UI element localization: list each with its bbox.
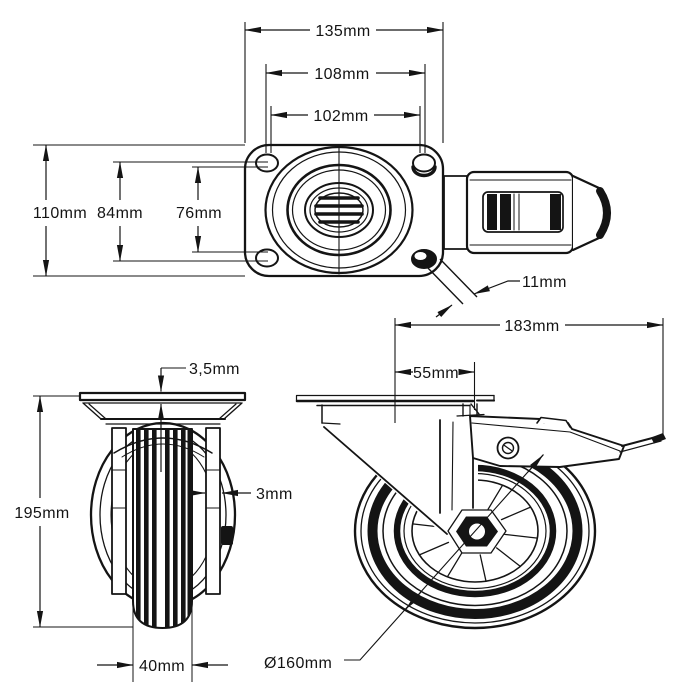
dimension-bolt-spacing-length-inner: 102mm	[270, 106, 421, 153]
kingpin	[456, 403, 485, 417]
brake-tab	[221, 526, 233, 545]
dim-label-plate-length: 135mm	[315, 23, 370, 40]
swivel-dome-arc	[113, 437, 213, 454]
dim-label-swivel-offset: 55mm	[413, 365, 459, 382]
dimension-plate-length: 135mm	[244, 22, 444, 143]
dimension-bolt-spacing-width-outer: 84mm	[97, 161, 268, 262]
dim-label-plate-width: 110mm	[33, 205, 87, 222]
top-view-plate	[243, 143, 611, 278]
pedal-end-cap-shading	[596, 187, 611, 239]
axle-hub	[447, 509, 507, 554]
side-wheel	[353, 432, 597, 630]
dimension-bolt-hole-diameter: 11mm	[425, 258, 567, 318]
dim-label-overall-length: 183mm	[504, 318, 559, 335]
dimension-bolt-spacing-width-inner: 76mm	[176, 166, 268, 253]
dim-label-bolt-spacing-length-inner: 102mm	[313, 108, 368, 125]
rear-view-caster	[78, 391, 247, 629]
wheel-tread-band	[132, 428, 193, 629]
brake-pedal-top-view	[443, 170, 611, 255]
dim-label-bolt-spacing-width-outer: 84mm	[97, 205, 143, 222]
kingpin-spring-stripes	[314, 196, 364, 224]
dim-label-overall-height: 195mm	[14, 505, 69, 522]
pedal-connector	[443, 175, 468, 250]
dim-label-wheel-width: 40mm	[139, 658, 185, 675]
dimension-overall-length: 183mm	[394, 318, 664, 437]
wheel-spokes	[411, 480, 539, 582]
dimension-wheel-diameter: Ø160mm	[264, 454, 544, 672]
dim-label-bolt-spacing-width-inner: 76mm	[176, 205, 222, 222]
swivel-bearing-rings	[264, 145, 414, 275]
dimension-annotations: 135mm 108mm 102mm 110mm	[14, 22, 664, 682]
fork-blade-edge	[323, 426, 448, 535]
bolt-hole-top-left	[255, 153, 279, 173]
dimension-bolt-spacing-length-outer: 108mm	[265, 64, 426, 153]
dimension-swivel-offset: 55mm	[394, 362, 476, 410]
dimension-plate-thickness: 3,5mm	[157, 361, 240, 472]
pedal-tab	[536, 416, 571, 428]
dim-label-bolt-hole-diameter: 11mm	[522, 274, 567, 291]
dim-label-plate-thickness: 3,5mm	[189, 361, 240, 378]
dimension-bracket-thickness: 3mm	[188, 486, 293, 503]
tread-stripes	[136, 429, 192, 628]
axle-hole	[469, 523, 485, 540]
bolt-hole-bottom-left	[255, 248, 279, 268]
brake-pedal-side-view	[469, 415, 666, 468]
pedal-end-cap	[571, 174, 610, 252]
side-view-caster	[295, 394, 666, 630]
dimension-overall-height: 195mm	[14, 395, 133, 628]
rear-top-plate	[78, 391, 247, 425]
dim-label-bolt-spacing-length-outer: 108mm	[314, 66, 369, 83]
dim-label-wheel-diameter: Ø160mm	[264, 655, 332, 672]
dimension-wheel-width: 40mm	[97, 602, 228, 682]
bolt-hole-top-right	[412, 153, 436, 173]
dim-label-bracket-thickness: 3mm	[256, 486, 293, 503]
dimension-plate-width: 110mm	[33, 144, 245, 277]
fork-leg-right	[205, 427, 221, 595]
